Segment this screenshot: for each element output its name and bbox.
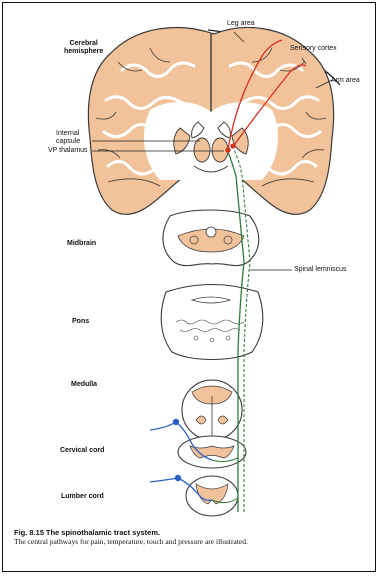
label-spinal-lemniscus: Spinal lemniscus: [294, 266, 347, 274]
medulla-section: [182, 380, 242, 440]
label-internal-capsule: Internal capsule: [56, 130, 80, 146]
label-pons: Pons: [72, 318, 89, 326]
midbrain-section: [163, 210, 259, 266]
cerebrum: [88, 28, 333, 215]
label-sensory-cortex: Sensory cortex: [290, 45, 337, 53]
label-midbrain: Midbrain: [67, 240, 96, 248]
caption-text: The central pathways for pain, temperatu…: [14, 537, 254, 546]
label-leg-area: Leg area: [227, 20, 255, 28]
label-arm-area: Arm area: [331, 77, 360, 85]
label-lumber-cord: Lumber cord: [61, 493, 104, 501]
lumbar-cord-section: [186, 476, 238, 516]
cervical-cord-section: [178, 436, 246, 468]
label-medulla: Medulla: [71, 381, 97, 389]
cervical-ganglion-cell: [173, 419, 179, 425]
lumbar-ganglion-cell: [175, 475, 181, 481]
label-vp-thalamus: VP thalamus: [48, 147, 88, 155]
label-cervical-cord: Cervical cord: [60, 447, 104, 455]
caption-number: Fig. 8.15: [14, 528, 44, 537]
figure-caption: Fig. 8.15 The spinothalamic tract system…: [14, 528, 254, 546]
label-cerebral-hemisphere: Cerebral hemisphere: [64, 40, 103, 56]
caption-title: The spinothalamic tract system.: [46, 528, 160, 537]
